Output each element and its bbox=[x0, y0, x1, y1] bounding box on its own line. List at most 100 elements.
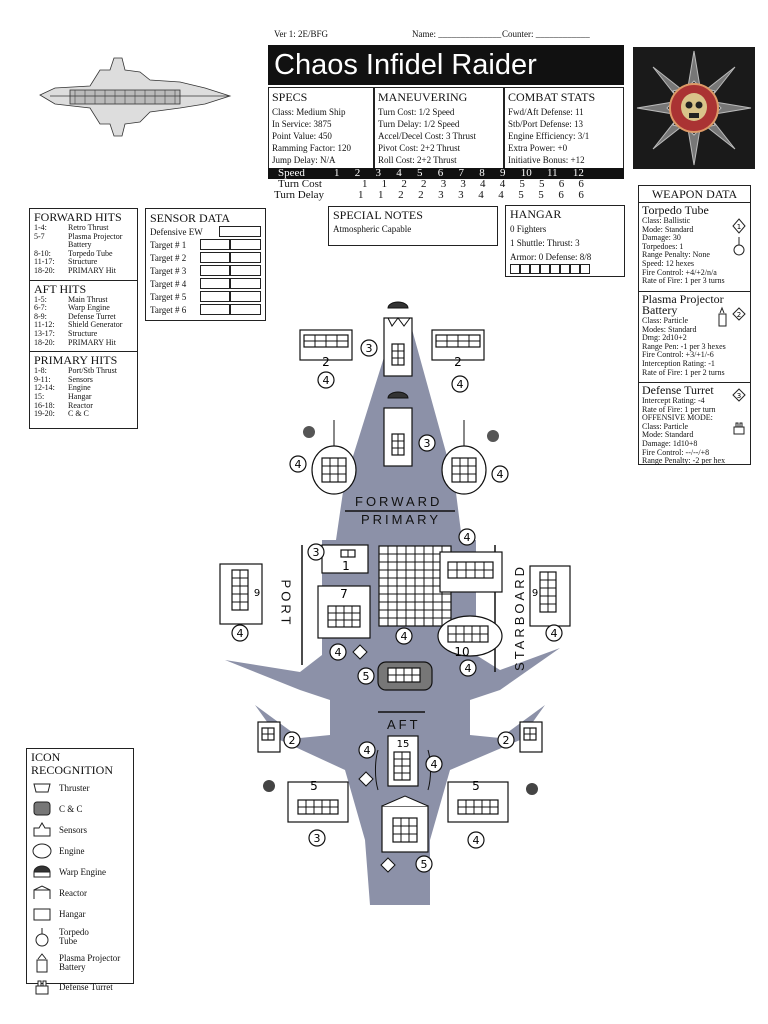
box-count: 5 bbox=[363, 670, 370, 683]
target-field[interactable] bbox=[199, 265, 231, 276]
hit-roll: 18-20: bbox=[34, 265, 55, 275]
track-value[interactable]: 2 bbox=[418, 189, 424, 201]
thruster-structure-number: 5 bbox=[472, 779, 480, 793]
box-count: 4 bbox=[401, 630, 408, 643]
track-value[interactable]: 4 bbox=[396, 167, 402, 179]
track-value[interactable]: 1 bbox=[358, 189, 364, 201]
target-field[interactable] bbox=[199, 252, 231, 263]
track-value[interactable]: 1 bbox=[362, 178, 368, 190]
track-value[interactable]: 10 bbox=[520, 167, 532, 179]
weapon-stat-line: Mode: Standard bbox=[642, 224, 694, 234]
box-count: 3 bbox=[313, 546, 320, 559]
track-value[interactable]: 9 bbox=[500, 167, 506, 179]
target-label: Target # 5 bbox=[150, 291, 187, 302]
weapon-stat-line: Range Penalty: None bbox=[642, 250, 710, 260]
icon-legend-row: Defense Turret bbox=[31, 976, 129, 997]
hit-result: Reactor bbox=[68, 400, 93, 410]
hit-row: 11-12:Shield Generator bbox=[34, 321, 133, 330]
track-value[interactable]: 2 bbox=[354, 167, 361, 179]
track-value[interactable]: 4 bbox=[478, 189, 484, 201]
track-value[interactable]: 5 bbox=[417, 167, 423, 179]
shuttle-damage-boxes[interactable] bbox=[510, 264, 620, 274]
count-circle bbox=[231, 624, 249, 642]
target-field[interactable] bbox=[199, 278, 231, 289]
name-field[interactable]: Name: ______________ bbox=[412, 29, 502, 39]
track-value[interactable]: 3 bbox=[460, 178, 466, 190]
track-value[interactable]: 3 bbox=[375, 167, 382, 179]
weapon-stat-line: Rate of Fire: 1 per turn bbox=[642, 404, 716, 414]
hit-roll: 8-10: bbox=[34, 248, 51, 258]
version-label: Ver 1: 2E/BFG bbox=[274, 29, 328, 39]
target-field[interactable] bbox=[230, 291, 261, 302]
defense-turret-diamond bbox=[352, 644, 368, 660]
hit-roll: 16-18: bbox=[34, 400, 55, 410]
engine-boxes bbox=[451, 457, 477, 483]
track-value[interactable]: 2 bbox=[401, 178, 407, 190]
warp-engine-icon bbox=[33, 865, 51, 877]
track-value[interactable]: 7 bbox=[458, 167, 465, 179]
hit-result: Retro Thrust bbox=[68, 223, 109, 232]
track-value[interactable]: 8 bbox=[479, 167, 485, 179]
track-value[interactable]: 5 bbox=[519, 178, 525, 190]
track-value[interactable]: 4 bbox=[498, 189, 504, 201]
target-field[interactable] bbox=[230, 304, 261, 315]
icon-legend-label: Defense Turret bbox=[59, 981, 113, 992]
track-value[interactable]: 6 bbox=[558, 178, 565, 190]
icon-legend-row: Thruster bbox=[31, 777, 129, 798]
weapon-data-panel: WEAPON DATA Torpedo Tube Class: Ballisti… bbox=[638, 185, 751, 465]
track-value[interactable]: 1 bbox=[378, 189, 384, 201]
weapon-stat-line: Torpedoes: 1 bbox=[642, 241, 684, 251]
defensive-ew-label: Defensive EW bbox=[150, 226, 203, 237]
track-value[interactable]: 3 bbox=[458, 189, 464, 201]
track-value[interactable]: 5 bbox=[538, 189, 544, 201]
target-label: Target # 6 bbox=[150, 304, 187, 315]
track-value[interactable]: 12 bbox=[572, 167, 584, 179]
hit-result: Engine bbox=[68, 383, 91, 393]
track-value[interactable]: 6 bbox=[578, 189, 584, 201]
target-field[interactable] bbox=[199, 239, 231, 250]
hit-row: 18-20:PRIMARY Hit bbox=[34, 265, 133, 276]
maneuvering-line: Roll Cost: 2+2 Thrust bbox=[378, 155, 457, 165]
target-field[interactable] bbox=[199, 291, 231, 302]
track-value[interactable]: 5 bbox=[518, 189, 524, 201]
track-value[interactable]: 3 bbox=[438, 189, 444, 201]
hangar-fighters: 0 Fighters bbox=[510, 224, 547, 234]
track-value[interactable]: 3 bbox=[440, 178, 447, 190]
counter-field[interactable]: Counter: ____________ bbox=[502, 29, 590, 39]
track-value[interactable]: 6 bbox=[558, 189, 564, 201]
track-value[interactable]: 11 bbox=[547, 167, 558, 179]
target-field[interactable] bbox=[230, 278, 261, 289]
icon-legend-row: C & C bbox=[31, 798, 129, 819]
weapon-stat-line: Class: Particle bbox=[642, 421, 688, 431]
track-value[interactable]: 1 bbox=[381, 178, 388, 190]
target-field[interactable] bbox=[230, 265, 261, 276]
target-field[interactable] bbox=[199, 304, 231, 315]
track-value[interactable]: 6 bbox=[437, 167, 444, 179]
target-row: Target # 1 bbox=[150, 238, 261, 251]
combat-stat-line: Stb/Port Defense: 13 bbox=[508, 119, 583, 129]
hit-roll: 13-17: bbox=[34, 328, 55, 338]
weapon-data-heading: WEAPON DATA bbox=[639, 186, 750, 203]
hit-row: 15:Hangar bbox=[34, 392, 133, 402]
defensive-ew-field[interactable] bbox=[219, 226, 261, 237]
aft-structure-number: 15 bbox=[397, 739, 410, 750]
target-field[interactable] bbox=[230, 239, 261, 250]
track-value[interactable]: 1 bbox=[334, 167, 340, 179]
count-circle bbox=[545, 624, 563, 642]
hit-row: 8-9:Defense Turret bbox=[34, 312, 133, 322]
hit-result: Plasma Projector bbox=[68, 231, 123, 241]
weapon-stat-line: Speed: 12 hexes bbox=[642, 258, 694, 268]
specs-line: In Service: 3875 bbox=[272, 119, 332, 129]
torpedo-tube-icon bbox=[35, 928, 49, 947]
sensors-icon bbox=[33, 821, 51, 836]
track-value[interactable]: 4 bbox=[499, 178, 506, 190]
track-value[interactable]: 6 bbox=[578, 178, 584, 190]
track-value[interactable]: 2 bbox=[421, 178, 427, 190]
track-value[interactable]: 5 bbox=[539, 178, 545, 190]
target-field[interactable] bbox=[230, 252, 261, 263]
track-value[interactable]: 2 bbox=[398, 189, 404, 201]
track-value[interactable]: 4 bbox=[480, 178, 486, 190]
